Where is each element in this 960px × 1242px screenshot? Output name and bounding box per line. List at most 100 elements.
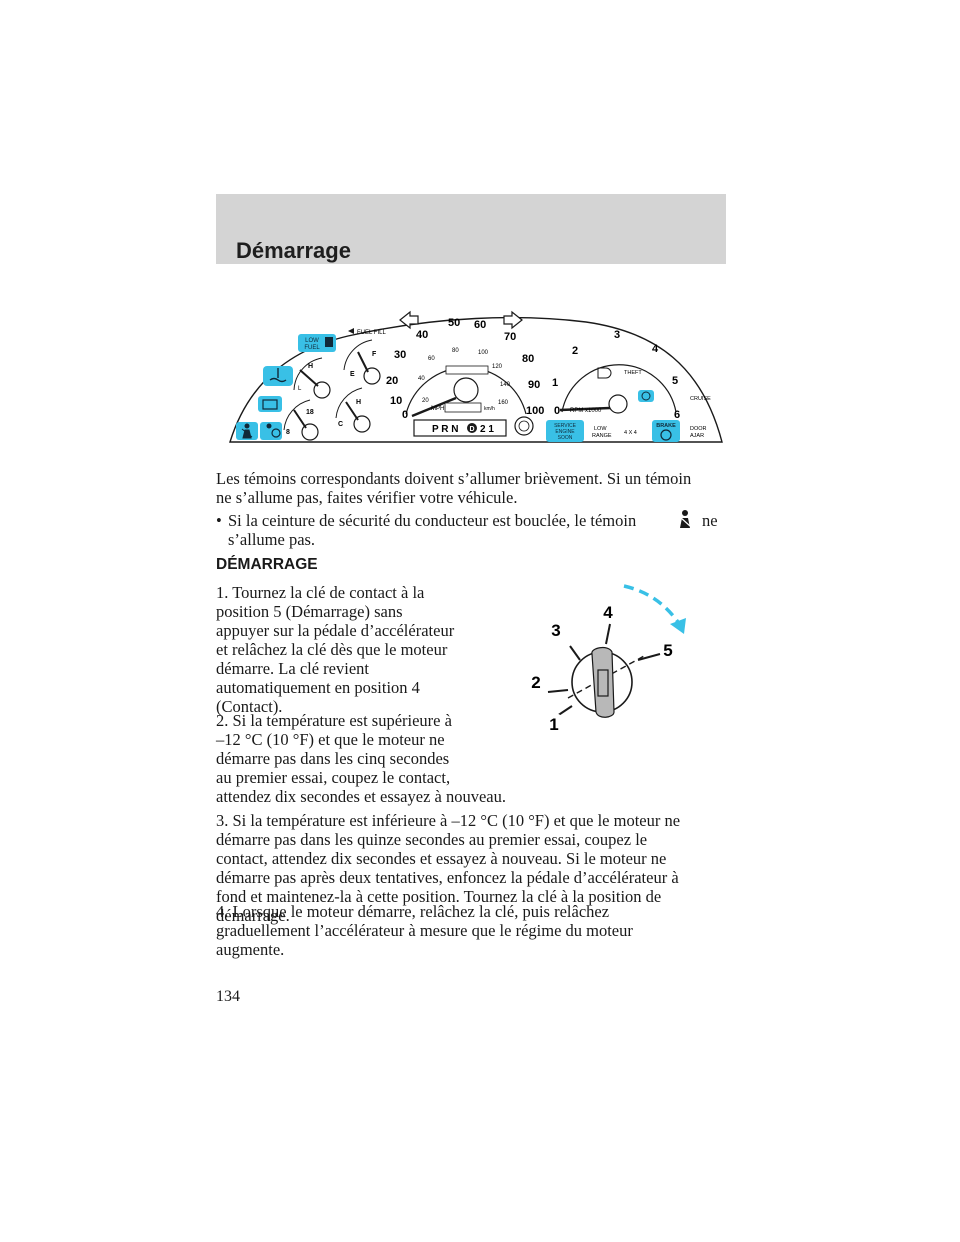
bullet-line-1: Si la ceinture de sécurité du conducteur… (228, 511, 637, 530)
step-1-line: démarre. La clé revient (216, 659, 369, 678)
mph-tick-0: 0 (402, 409, 408, 421)
position-4-label: 4 (603, 603, 613, 622)
volt-low-label: 8 (286, 429, 290, 436)
step-4-line: augmente. (216, 940, 285, 959)
section-title: Démarrage (236, 238, 351, 263)
battery-warning-light (258, 396, 282, 412)
prndl-d: D (469, 426, 474, 433)
prndl-prn: P R N (432, 424, 459, 435)
step-4-line: 4. Lorsque le moteur démarre, relâchez l… (216, 902, 610, 921)
voltmeter-gauge: 18 8 (283, 399, 319, 441)
left-turn-arrow-icon (399, 310, 419, 330)
temp-cold-label: C (338, 421, 343, 428)
start-arc-dashed (623, 584, 684, 629)
rpm-tick-4: 4 (652, 343, 659, 355)
tick-position-5 (637, 653, 661, 661)
kmh-tick-160: 160 (498, 400, 509, 406)
fuel-fill-label: FUEL FILL (357, 330, 386, 336)
ajar-label: AJAR (690, 433, 704, 439)
step-1-line: appuyer sur la pédale d’accélérateur (216, 621, 455, 640)
mph-tick-60: 60 (474, 319, 486, 331)
service-label: SERVICE (554, 423, 577, 429)
speedometer-needle (411, 396, 457, 418)
demarrage-heading: DÉMARRAGE (216, 556, 318, 573)
brake-warning-light: BRAKE (652, 420, 680, 442)
headlamp-icon (597, 367, 612, 379)
position-1-marker (543, 713, 565, 735)
oil-low-label: L (298, 386, 302, 392)
fuel-gauge: F E (343, 339, 381, 385)
step-1-paragraph: 1. Tournez la clé de contact à la positi… (216, 583, 516, 716)
brake-icon (660, 429, 672, 441)
low-range-label-2: RANGE (592, 433, 612, 439)
soon-label: SOON (558, 435, 573, 441)
rpm-tick-0: 0 (554, 405, 560, 417)
start-arrow-icon (670, 618, 686, 634)
kmh-tick-140: 140 (500, 382, 511, 388)
mph-tick-70: 70 (504, 331, 516, 343)
mph-tick-100: 100 (526, 405, 544, 417)
rpm-tick-1: 1 (552, 377, 558, 389)
rpm-tick-2: 2 (572, 345, 578, 357)
position-5-label: 5 (663, 641, 672, 660)
prndl-display (413, 419, 507, 437)
right-turn-arrow-icon (503, 310, 523, 330)
airbag-warning-light (260, 422, 282, 440)
rpm-label: RPM x1000 (570, 408, 602, 414)
service-engine-soon-light: SERVICE ENGINE SOON (546, 420, 584, 442)
step-1-line: 1. Tournez la clé de contact à la (216, 583, 425, 602)
mph-tick-20: 20 (386, 375, 398, 387)
intro-line-1: Les témoins correspondants doivent s’all… (216, 469, 692, 488)
cruise-label: CRUISE (690, 396, 711, 402)
rpm-tick-5: 5 (672, 375, 678, 387)
bullet-line-1-end: ne (702, 511, 718, 530)
prndl-overdrive-icon (467, 423, 477, 433)
step-3-line: démarrage. (216, 906, 290, 925)
step-2-line: au premier essai, coupez le contact, (216, 768, 451, 787)
speedometer: 0 10 20 30 40 50 60 70 80 90 100 20 40 6… (386, 317, 544, 421)
rpm-tick-3: 3 (614, 329, 620, 341)
mph-tick-50: 50 (448, 317, 460, 329)
bullet-marker: • (216, 511, 222, 530)
position-3-label: 3 (551, 621, 560, 640)
engine-temp-gauge: H C (335, 387, 371, 433)
four-by-four-label: 4 X 4 (624, 430, 637, 436)
page-number: 134 (216, 988, 240, 1005)
theft-label: THEFT (624, 370, 642, 376)
fuel-fill-arrow-icon (348, 328, 354, 334)
door-label: DOOR (690, 426, 707, 432)
tachometer-hub (608, 394, 628, 414)
prndl-21: 2 1 (480, 424, 494, 435)
intro-line-2: ne s’allume pas, faites vérifier votre v… (216, 488, 518, 507)
tick-position-4 (605, 623, 611, 645)
step-1-line: automatiquement en position 4 (216, 678, 420, 697)
kmh-tick-120: 120 (492, 364, 503, 370)
step-3-paragraph: 3. Si la température est inférieure à –1… (216, 811, 736, 925)
rpm-tick-6: 6 (674, 409, 680, 421)
instrument-cluster-illustration: LOW FUEL FUEL FILL H L F E (229, 310, 723, 443)
speedometer-hub (453, 377, 479, 403)
key-icon (591, 646, 615, 718)
ignition-key-positions-illustration: 1 2 3 4 5 (531, 584, 686, 735)
oil-pressure-gauge: H L (293, 357, 331, 399)
abs-icon (641, 391, 651, 401)
trip-reset-knob-icon (514, 416, 534, 436)
step-2-paragraph: 2. Si la température est supérieure à –1… (216, 711, 736, 806)
fuel-full-label: F (372, 351, 377, 358)
low-fuel-label-1: LOW (305, 338, 319, 344)
step-1-line: position 5 (Démarrage) sans (216, 602, 403, 621)
battery-icon (262, 399, 278, 410)
trip-odometer-display (444, 402, 482, 413)
step-3-line: démarre pas dans les quinze secondes au … (216, 830, 648, 849)
mph-tick-80: 80 (522, 353, 534, 365)
mph-tick-90: 90 (528, 379, 540, 391)
kmh-tick-40: 40 (418, 376, 425, 382)
tachometer: 0 1 2 3 4 5 6 RPM x1000 THEFT (552, 329, 680, 421)
low-fuel-indicator: LOW FUEL (298, 334, 336, 352)
tachometer-needle (559, 406, 611, 412)
coolant-icon (269, 368, 287, 383)
tick-position-2 (547, 689, 569, 693)
position-2-label: 2 (531, 673, 540, 692)
step-2-line: démarre pas dans les cinq secondes (216, 749, 450, 768)
low-range-label-1: LOW (594, 426, 607, 432)
